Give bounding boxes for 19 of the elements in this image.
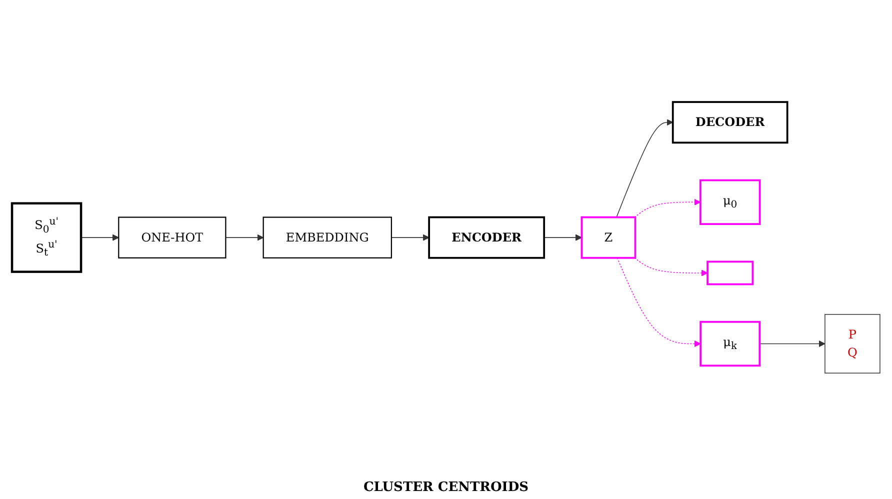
arrow xyxy=(225,234,264,242)
node-box: μ$_{0}$ xyxy=(699,180,761,226)
arrow xyxy=(634,258,708,277)
node-bar xyxy=(706,261,754,286)
group-caption: CLUSTER CENTROIDS xyxy=(363,480,529,495)
arrow xyxy=(544,234,582,242)
node-box: μ$_{k}$ xyxy=(700,321,761,368)
arrow xyxy=(80,234,119,242)
node-box: ENCODER xyxy=(428,216,546,260)
arrow xyxy=(759,340,826,348)
arrow xyxy=(616,119,674,218)
node-box: ONE-HOT xyxy=(118,217,226,259)
arrow xyxy=(391,234,430,242)
node-box: P Q xyxy=(824,314,880,374)
arrow xyxy=(634,199,701,218)
node-box: EMBEDDING xyxy=(262,217,392,259)
node-box: DECODER xyxy=(672,102,788,144)
arrow xyxy=(616,258,701,348)
node-box: Z xyxy=(580,216,636,260)
